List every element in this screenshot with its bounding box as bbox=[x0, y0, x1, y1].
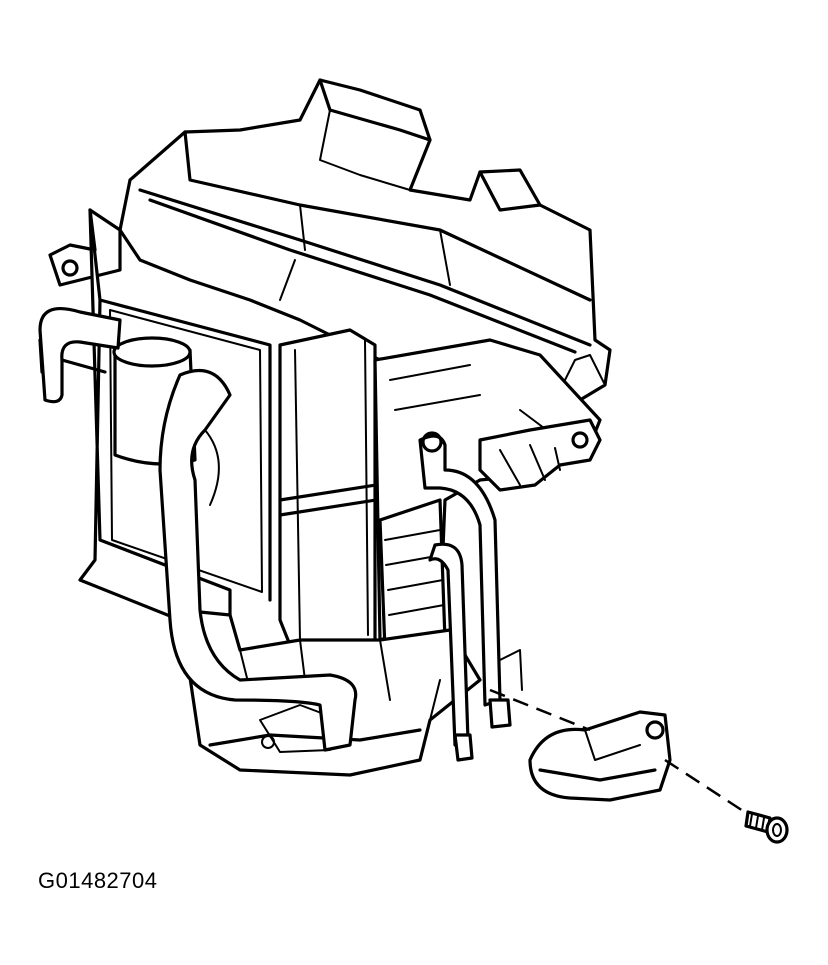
heater-pipe-bracket-icon bbox=[489, 688, 761, 824]
bracket-screw-icon bbox=[744, 810, 789, 844]
figure-code: G01482704 bbox=[38, 868, 158, 893]
heater-core-pipes-icon bbox=[38, 307, 512, 762]
